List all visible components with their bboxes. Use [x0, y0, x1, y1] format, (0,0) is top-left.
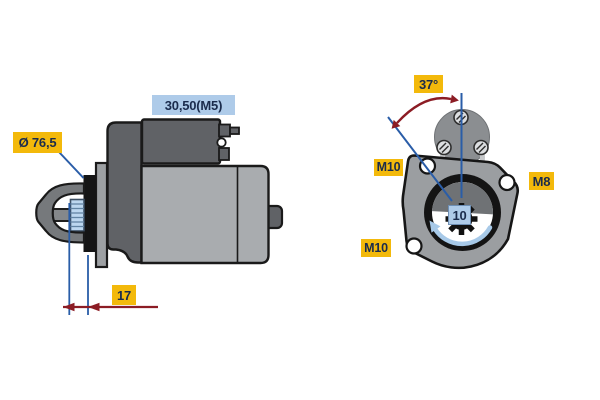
mounting-flange-side [94, 161, 109, 269]
dimension-arrowhead-left [63, 302, 75, 312]
pinion-teeth-label: 10 [448, 205, 471, 225]
terminal-lower [218, 147, 230, 161]
starter-front-view [387, 93, 520, 270]
terminal-block [218, 123, 231, 138]
terminal-pin [229, 126, 240, 135]
pinion-protrusion-label: 17 [112, 285, 136, 305]
angled-axis-line [387, 116, 453, 202]
flange-holes [405, 157, 516, 255]
starter-side-view [35, 118, 284, 315]
terminal-notch [216, 137, 227, 148]
mounting-angle-label: 37° [414, 75, 443, 93]
shaft-length-label: 30,50(M5) [152, 95, 235, 115]
bolt-icon [473, 139, 489, 156]
hole-right-label: M8 [529, 172, 554, 190]
hole-m8-right [498, 173, 516, 192]
hole-m10-top-left [418, 157, 437, 175]
pinion-diameter-label: Ø 76,5 [13, 132, 62, 153]
dimension-17 [63, 203, 158, 315]
solenoid [140, 118, 240, 165]
pinion-side [69, 198, 85, 232]
bolt-icon [436, 139, 452, 156]
dimension-arrowhead-right [88, 302, 100, 312]
hole-m10-bottom-left [405, 237, 423, 255]
rotation-direction-arrow-icon [429, 220, 493, 247]
motor-body [140, 164, 270, 265]
pinion-housing-ring [83, 175, 96, 252]
hole-top-left-label: M10 [374, 159, 403, 176]
diameter-leader-line [58, 151, 85, 179]
angle-arc-arrow [391, 94, 459, 129]
hole-bottom-left-label: M10 [361, 239, 391, 257]
drive-fork [35, 182, 86, 244]
drive-end-housing [106, 121, 143, 264]
